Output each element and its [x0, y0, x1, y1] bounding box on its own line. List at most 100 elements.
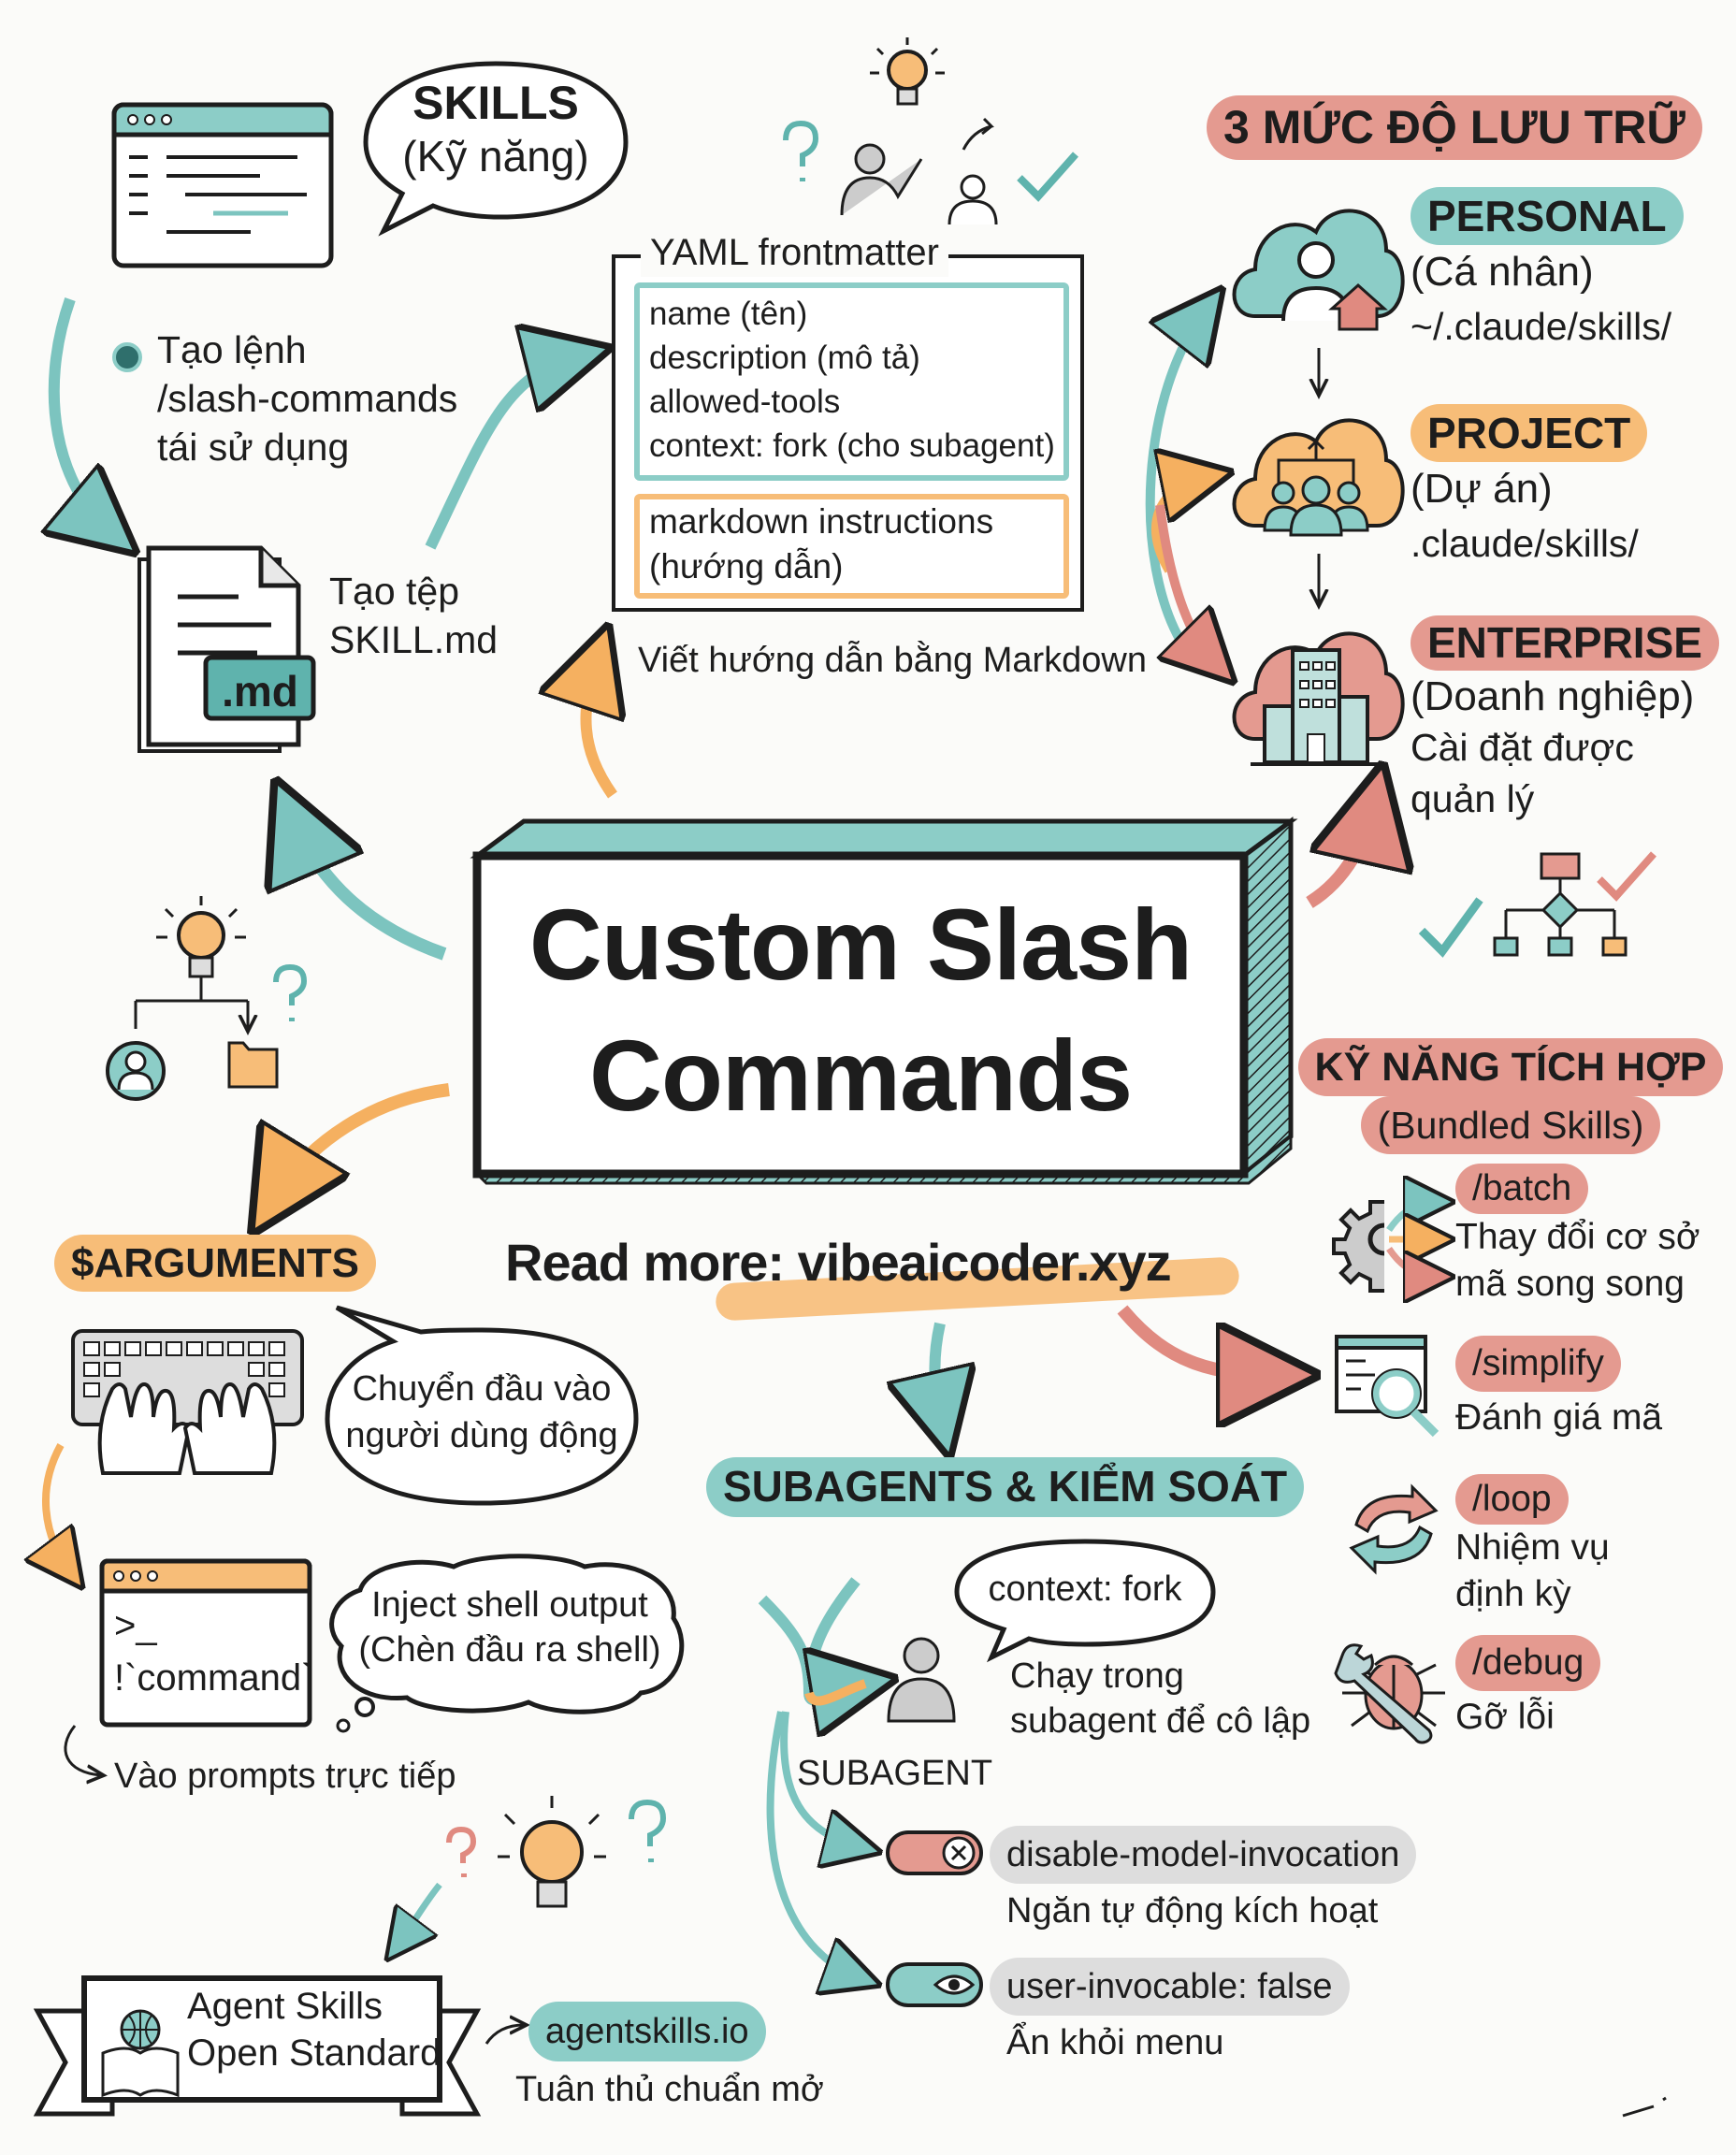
- context-fork-speech-bubble: [954, 1539, 1216, 1663]
- skills-title: SKILLS: [412, 77, 579, 129]
- level-name: PERSONAL: [1410, 187, 1684, 245]
- storage-level-personal: PERSONAL (Cá nhân) ~/.claude/skills/: [1410, 187, 1684, 354]
- bubble-line: (Chèn đầu ra shell): [358, 1630, 661, 1670]
- bundled-desc: mã song song: [1455, 1264, 1685, 1304]
- subagents-title: SUBAGENTS & KIỂM SOÁT: [706, 1457, 1305, 1517]
- storage-level-enterprise: ENTERPRISE (Doanh nghiệp) Cài đặt được q…: [1410, 615, 1719, 825]
- terminal-window-icon: [99, 1558, 312, 1728]
- person-icon: [948, 174, 998, 225]
- folder-icon: [227, 1041, 279, 1089]
- level-name: PROJECT: [1410, 404, 1648, 462]
- bullet-line: tái sử dụng: [157, 426, 350, 469]
- book-globe-icon: [101, 2009, 180, 2098]
- toggle-eye-icon[interactable]: [884, 1960, 987, 2012]
- context-fork-text: context: fork: [988, 1569, 1182, 1609]
- level-detail: Cài đặt được: [1410, 726, 1634, 769]
- arrow-center-to-yaml: [586, 655, 613, 799]
- terminal-prompt: >_: [114, 1605, 157, 1646]
- banner-line: Agent Skills: [187, 1986, 383, 2027]
- lightbulb-icon: [156, 896, 246, 978]
- arrow-center-to-enterprise: [1306, 800, 1375, 908]
- banner-text: Agent Skills Open Standard: [187, 1983, 441, 2076]
- instructions-line: (hướng dẫn): [649, 547, 844, 586]
- banner-line: Open Standard: [187, 2032, 441, 2074]
- idea-tree-illustration: [106, 896, 308, 1101]
- question-mark-icon: [273, 963, 308, 1021]
- agentskills-link[interactable]: agentskills.io: [528, 2002, 766, 2061]
- arguments-label: $ARGUMENTS: [54, 1235, 377, 1293]
- title-box-3d: [470, 817, 1298, 1185]
- yaml-fields: name (tên) description (mô tả) allowed-t…: [649, 292, 1055, 468]
- person-icon: [887, 1637, 956, 1723]
- arrow-banner-to-link: [485, 2025, 524, 2045]
- bug-wrench-icon: [1334, 1643, 1445, 1744]
- arrow-browser-to-file: [54, 297, 112, 533]
- read-more-label: Read more:: [505, 1233, 785, 1292]
- bundled-command: /loop: [1455, 1474, 1569, 1525]
- bundled-title-block: KỸ NĂNG TÍCH HỢP (Bundled Skills): [1287, 1038, 1734, 1154]
- ideas-people-illustration: [783, 37, 1078, 225]
- lightbulb-icon: [498, 1796, 606, 1908]
- refresh-loop-icon: [1349, 1483, 1439, 1575]
- subagent-desc: Chạy trong subagent để cô lập: [1010, 1654, 1310, 1743]
- skills-speech-bubble: [363, 61, 629, 237]
- arrow-readmore-to-bundled: [1117, 1305, 1281, 1375]
- storage-title-pill: 3 MỨC ĐỘ LƯU TRỮ: [1207, 95, 1702, 160]
- shell-caption: Vào prompts trực tiếp: [114, 1757, 456, 1796]
- lightbulb-icon: [870, 37, 945, 106]
- file-caption-line: Tạo tệp: [329, 570, 460, 613]
- level-detail: .claude/skills/: [1410, 522, 1639, 565]
- cloud-team-icon: [1232, 418, 1405, 537]
- read-more-link[interactable]: vibeaicoder.xyz: [797, 1233, 1172, 1292]
- yaml-field: allowed-tools: [649, 383, 841, 420]
- desc-line: subagent để cô lập: [1010, 1701, 1311, 1741]
- bubble-line: Chuyển đầu vào: [352, 1369, 612, 1409]
- user-avatar-icon: [106, 1041, 166, 1101]
- skills-bullet-text: Tạo lệnh /slash-commands tái sử dụng: [157, 325, 457, 471]
- arrow-project-to-enterprise: [1155, 504, 1216, 664]
- toggle-x-icon[interactable]: [884, 1829, 987, 1880]
- idea-question-illustration: [446, 1796, 667, 1908]
- bundled-desc: Gỡ lỗi: [1455, 1697, 1555, 1737]
- control-flag: disable-model-invocation: [990, 1826, 1417, 1884]
- yaml-instructions: markdown instructions (hướng dẫn): [649, 499, 993, 589]
- shell-bubble-text: Inject shell output (Chèn đầu ra shell): [351, 1583, 669, 1672]
- bundled-item-debug: /debug Gỡ lỗi: [1455, 1635, 1601, 1743]
- file-caption-line: SKILL.md: [329, 618, 499, 661]
- shell-thought-bubble: [329, 1554, 685, 1733]
- bundled-item-loop: /loop Nhiệm vụ định kỳ: [1455, 1474, 1610, 1618]
- bundled-command: /batch: [1455, 1164, 1589, 1214]
- file-caption: Tạo tệp SKILL.md: [329, 567, 498, 664]
- skills-bubble-text: SKILLS (Kỹ năng): [374, 75, 617, 182]
- yaml-field: name (tên): [649, 296, 808, 332]
- bundled-title: KỸ NĂNG TÍCH HỢP: [1297, 1038, 1724, 1096]
- subagent-label: SUBAGENT: [797, 1754, 993, 1793]
- signature-mark: [1622, 2096, 1667, 2118]
- read-more: Read more: vibeaicoder.xyz: [505, 1229, 1172, 1297]
- cloud-building-icon: [1232, 631, 1405, 766]
- title-line-2: Commands: [588, 1019, 1133, 1132]
- bundled-item-batch: /batch Thay đổi cơ sở mã song song: [1455, 1164, 1700, 1308]
- yaml-label: YAML frontmatter: [641, 228, 948, 277]
- arrow-terminal-to-prompts: [64, 1725, 101, 1775]
- skills-subtitle: (Kỹ năng): [402, 132, 589, 181]
- keyboard-typing-icon: [71, 1329, 304, 1475]
- control-desc: Ẩn khỏi menu: [1006, 2023, 1224, 2062]
- main-title: Custom Slash Commands: [482, 879, 1239, 1141]
- bundled-desc: Thay đổi cơ sở: [1455, 1217, 1700, 1257]
- bullet-line: Tạo lệnh: [157, 328, 307, 371]
- code-window-icon: [111, 102, 334, 268]
- gear-parallel-arrows-icon: [1332, 1188, 1454, 1291]
- code-review-magnifier-icon: [1335, 1335, 1439, 1438]
- bundled-desc: Đánh giá mã: [1455, 1397, 1663, 1438]
- storage-level-project: PROJECT (Dự án) .claude/skills/: [1410, 404, 1648, 571]
- level-translation: (Doanh nghiệp): [1410, 673, 1695, 719]
- level-translation: (Cá nhân): [1410, 249, 1594, 295]
- yaml-fields-box: [634, 282, 1069, 481]
- arrow-yaml-to-project: [1150, 477, 1207, 573]
- standard-caption: Tuân thủ chuẩn mở: [515, 2070, 824, 2109]
- level-name: ENTERPRISE: [1410, 615, 1719, 671]
- checkmark-icon: [1597, 851, 1656, 902]
- bundled-desc: định kỳ: [1455, 1574, 1571, 1614]
